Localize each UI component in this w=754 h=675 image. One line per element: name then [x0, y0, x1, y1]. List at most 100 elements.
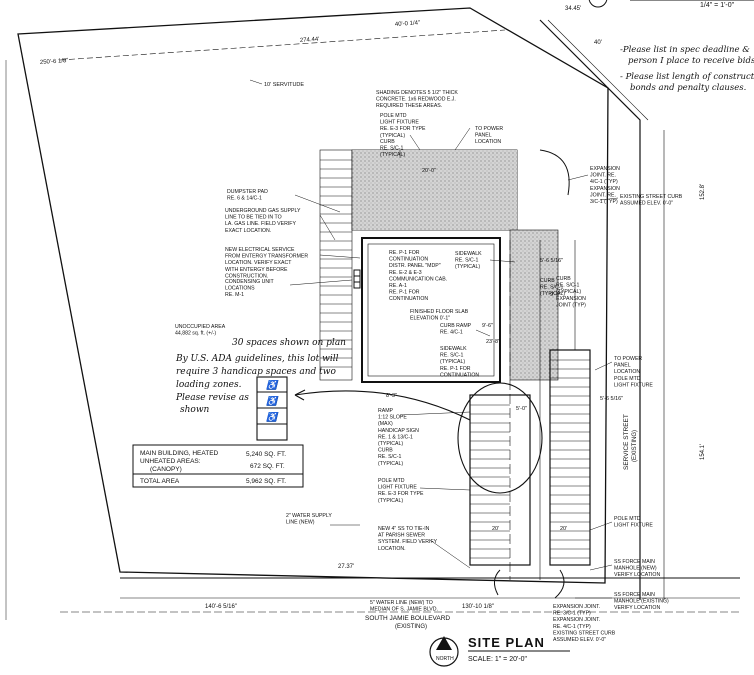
note-line: POLE MTD [378, 478, 405, 484]
note-line: MANHOLE (NEW) [614, 566, 657, 572]
detail-circle-icon [588, 0, 608, 8]
note-line: 10' SERVITUDE [264, 82, 304, 88]
note-line: POLE MTD [614, 516, 641, 522]
dim-d3: 20' [560, 526, 567, 532]
note-line: (TYPICAL) [455, 264, 480, 270]
note-line: RE. E-3 FOR TYPE [380, 126, 426, 132]
dim-bottom-left: 140'-6 5/16" [205, 604, 237, 610]
markup-circle [457, 382, 543, 494]
note-line: DISTR. PANEL "MDP" [389, 263, 441, 269]
dim-d5: 5'-6 5/16" [540, 258, 563, 264]
area-table [132, 444, 304, 488]
note-line: LIGHT FIXTURE [378, 485, 417, 491]
note-line: SIDEWALK [455, 251, 482, 257]
note-line: (TYPICAL) [380, 152, 405, 158]
dim-d1: 20'-0" [422, 168, 436, 174]
service-street-curb [539, 19, 641, 600]
dim-bottom: 27.37' [338, 564, 354, 570]
note-line: (TYPICAL) [378, 441, 403, 447]
leader-line [489, 259, 516, 263]
dim-right-40: 40' [594, 40, 602, 46]
note-line: VERIFY LOCATION [614, 605, 660, 611]
note-line: ASSUMED ELEV. 0'-0" [553, 637, 606, 643]
svg-text:- Please list length of constr: - Please list length of construct [620, 72, 754, 82]
note-line: EXPANSION JOINT. [553, 604, 600, 610]
note-line: PANEL [475, 133, 492, 139]
note-line: CONSTRUCTION. [225, 273, 268, 279]
note-line: UNDERGROUND GAS SUPPLY [225, 208, 301, 214]
svg-text:shown: shown [180, 405, 210, 415]
note-line: LINE (NEW) [286, 520, 315, 526]
note-line: LIGHT FIXTURE [614, 382, 653, 388]
south-street-sub: (EXISTING) [395, 624, 427, 630]
note-line: SYSTEM. FIELD VERIFY [378, 539, 438, 545]
leader-line [594, 361, 613, 371]
svg-text:-Please list in spec deadline: -Please list in spec deadline & [620, 45, 750, 55]
handwritten-note-left: 30 spaces shown on plan By U.S. ADA guid… [175, 338, 346, 415]
leader-line [589, 564, 613, 571]
svg-text:bonds and penalty clauses.: bonds and penalty clauses. [630, 83, 746, 93]
note-line: UNOCCUPIED AREA [175, 324, 226, 330]
note-line: (TYPICAL) [540, 291, 565, 297]
dim-top-2: 40'-0 1/4" [395, 20, 421, 28]
note-line: FROM ENTERGY TRANSFORMER [225, 254, 308, 260]
note-line: RE. M-1 [225, 292, 244, 298]
note-line: RE. P-1 FOR [389, 290, 420, 296]
note-line: LOCATION [475, 139, 501, 145]
shaded-walk-right [509, 229, 559, 381]
note-line: CONTINUATION [440, 372, 479, 378]
note-line: PANEL [614, 363, 631, 369]
sheet-scale: SCALE: 1" = 20'-0" [468, 656, 528, 663]
note-line: MEDIAN OF S. JAMIE BLVD. [370, 607, 438, 613]
note-line: EXPANSION [590, 166, 620, 172]
building-footprint [361, 237, 501, 383]
note-line: 44,882 sq. ft. (+/-) [175, 331, 216, 337]
dim-d2: 20' [492, 526, 499, 532]
note-line: SIDEWALK [440, 346, 467, 352]
curb-radius-top [539, 149, 570, 196]
note-line: (TYPICAL) [378, 498, 403, 504]
note-line: POLE MTD [614, 376, 641, 382]
note-line: CONCRETE. 1x6 REDWOOD E.J. [376, 97, 456, 103]
markup-arrow [294, 390, 471, 421]
area-total-label: TOTAL AREA [140, 478, 180, 485]
note-line: SS FORCE MAIN [614, 592, 655, 598]
note-line: HANDICAP SIGN [378, 428, 419, 434]
note-line: EXPANSION [556, 296, 586, 302]
note-line: FINISHED FLOOR SLAB [410, 309, 469, 315]
note-line: POLE MTD [380, 113, 407, 119]
dim-d7: 9'-6" [482, 323, 493, 329]
svg-text:30 spaces shown on plan: 30 spaces shown on plan [232, 338, 346, 348]
note-line: CURB RAMP [440, 323, 472, 329]
dim-d4: 9'-0" [550, 292, 561, 298]
note-line: CURB [540, 278, 555, 284]
property-boundary [17, 7, 609, 584]
note-line: LOCATION. [378, 546, 406, 552]
dim-d10: 8'-3" [386, 393, 397, 399]
note-line: RAMP [378, 408, 394, 414]
note-line: EXPANSION JOINT. [553, 617, 600, 623]
note-line: RE. 4/C-1 (TYP) [553, 624, 591, 630]
note-line: RE. S/C-1 [380, 146, 403, 152]
note-line: NEW 4" SS TO TIE-IN [378, 526, 430, 532]
leader-line [409, 134, 421, 151]
leader-line [475, 329, 491, 337]
note-line: RE. P-1 FOR [440, 366, 471, 372]
note-servitude: 10' SERVITUDE [249, 79, 304, 88]
note-line: RE. S/C-1 [440, 353, 463, 359]
leader-line [289, 279, 353, 286]
